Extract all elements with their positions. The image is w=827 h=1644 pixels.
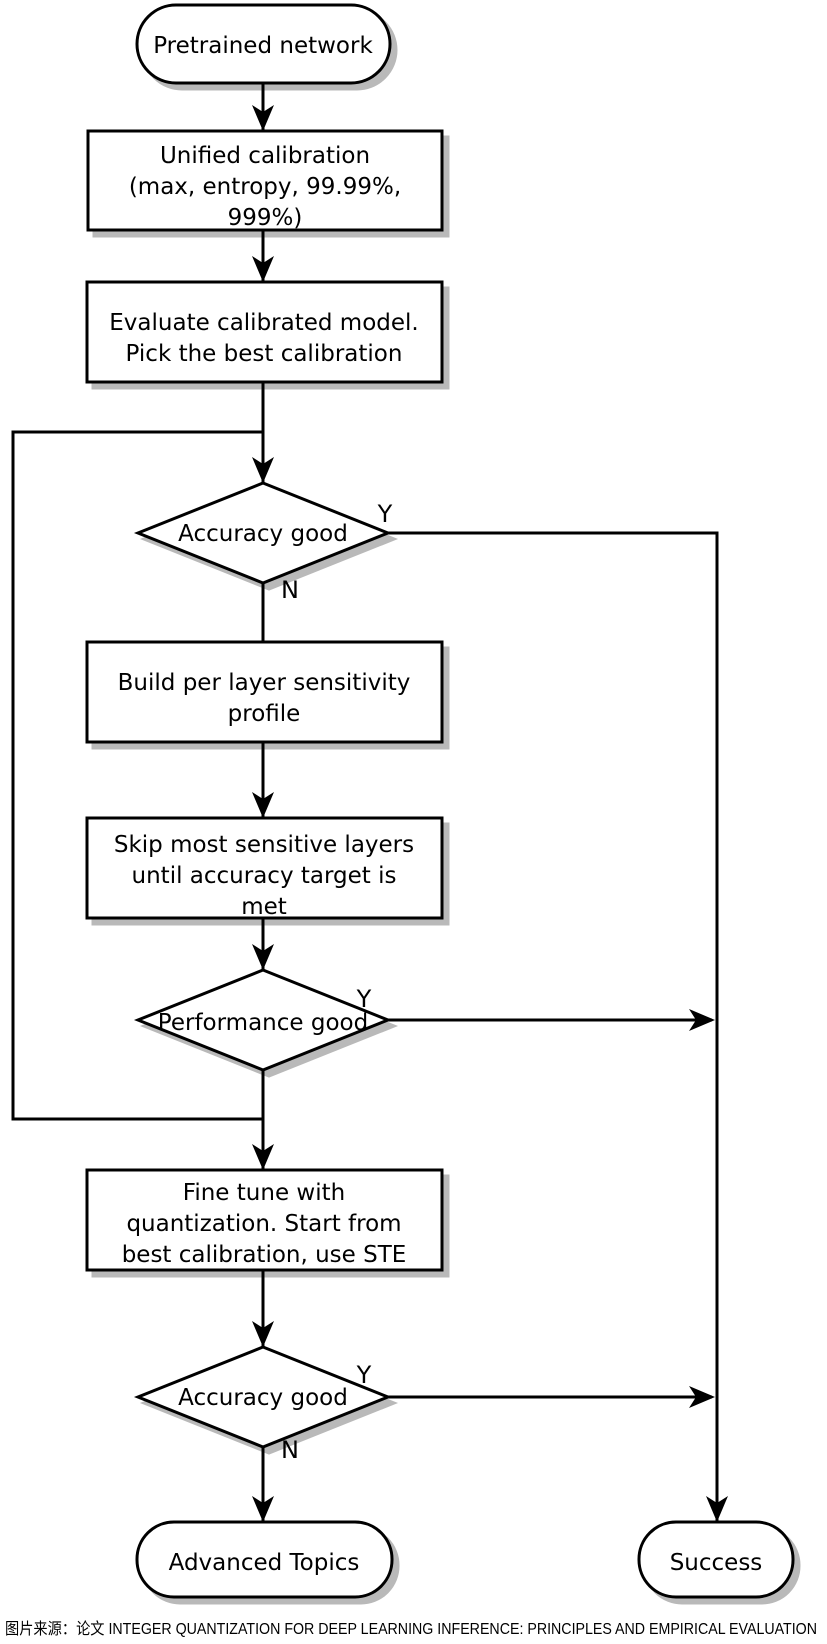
fine-tune-line1: Fine tune with	[183, 1180, 345, 1206]
accuracy-good-2-label: Accuracy good	[178, 1385, 348, 1411]
node-accuracy-good-2: Accuracy good	[133, 1345, 393, 1449]
node-fine-tune: Fine tune with quantization. Start from …	[85, 1168, 444, 1272]
node-layer: Pretrained network Unified calibration (…	[85, 3, 795, 1599]
node-evaluate-model: Evaluate calibrated model. Pick the best…	[85, 280, 444, 384]
node-accuracy-good-1: Accuracy good	[133, 481, 393, 585]
accuracy-good-1-yes-label: Y	[377, 500, 393, 528]
skip-layers-line2: until accuracy target is	[132, 863, 397, 889]
node-skip-layers: Skip most sensitive layers until accurac…	[85, 816, 444, 920]
arrowhead-into-finetune	[252, 1144, 274, 1170]
accuracy-good-1-no-label: N	[281, 576, 299, 604]
skip-layers-line3: met	[241, 894, 287, 920]
unified-calibration-line3: 999%)	[228, 205, 303, 231]
arrowhead-into-success	[706, 1496, 728, 1522]
build-profile-line2: profile	[228, 701, 301, 727]
fine-tune-line2: quantization. Start from	[126, 1211, 401, 1237]
accuracy-good-1-label: Accuracy good	[178, 521, 348, 547]
accuracy-good-2-decision	[133, 1345, 393, 1449]
accuracy-good-2-no-label: N	[281, 1436, 299, 1464]
arrowhead-into-skip	[252, 792, 274, 818]
success-terminal	[637, 1520, 795, 1599]
pretrained-network-label: Pretrained network	[153, 33, 373, 59]
shadow-layer	[91, 9, 801, 1605]
arrowhead-performance-yes-junction	[689, 1009, 715, 1031]
pretrained-network-terminal	[135, 3, 392, 85]
node-performance-good: Performance good	[133, 968, 393, 1072]
success-label: Success	[670, 1550, 763, 1576]
node-advanced-topics: Advanced Topics	[135, 1520, 394, 1599]
node-pretrained-network: Pretrained network	[135, 3, 392, 85]
skip-layers-process	[85, 816, 444, 920]
evaluate-model-line2: Pick the best calibration	[126, 341, 403, 367]
arrowhead-into-performance	[252, 944, 274, 970]
arrowhead-into-accuracy1	[252, 457, 274, 483]
unified-calibration-line1: Unified calibration	[160, 143, 370, 169]
arrowhead-into-unified	[252, 105, 274, 131]
advanced-topics-terminal	[135, 1520, 394, 1599]
advanced-topics-label: Advanced Topics	[169, 1550, 360, 1576]
edge-accuracy1-yes-to-success	[388, 531, 719, 1522]
evaluate-model-line1: Evaluate calibrated model.	[109, 310, 418, 336]
arrowhead-into-advanced	[252, 1496, 274, 1522]
node-unified-calibration: Unified calibration (max, entropy, 99.99…	[86, 129, 444, 232]
edge-bypass-loop	[11, 430, 263, 1121]
fine-tune-line3: best calibration, use STE	[122, 1242, 407, 1268]
evaluate-model-process	[85, 280, 444, 384]
build-profile-process	[85, 640, 444, 744]
skip-layers-line1: Skip most sensitive layers	[114, 832, 414, 858]
image-source-caption: 图片来源：论文 INTEGER QUANTIZATION FOR DEEP LE…	[5, 1620, 817, 1638]
performance-good-decision	[133, 968, 393, 1072]
arrowhead-accuracy2-yes-junction	[689, 1386, 715, 1408]
fine-tune-process	[85, 1168, 444, 1272]
unified-calibration-process	[86, 129, 444, 232]
edge-layer	[11, 83, 728, 1522]
performance-good-label: Performance good	[158, 1010, 368, 1036]
accuracy-good-1-decision	[133, 481, 393, 585]
performance-good-yes-label: Y	[356, 985, 372, 1013]
node-success: Success	[637, 1520, 795, 1599]
accuracy-good-2-yes-label: Y	[356, 1361, 372, 1389]
build-profile-line1: Build per layer sensitivity	[118, 670, 411, 696]
unified-calibration-line2: (max, entropy, 99.99%,	[129, 174, 401, 200]
node-build-profile: Build per layer sensitivity profile	[85, 640, 444, 744]
arrowhead-into-evaluate	[252, 256, 274, 282]
arrowhead-into-accuracy2	[252, 1321, 274, 1347]
